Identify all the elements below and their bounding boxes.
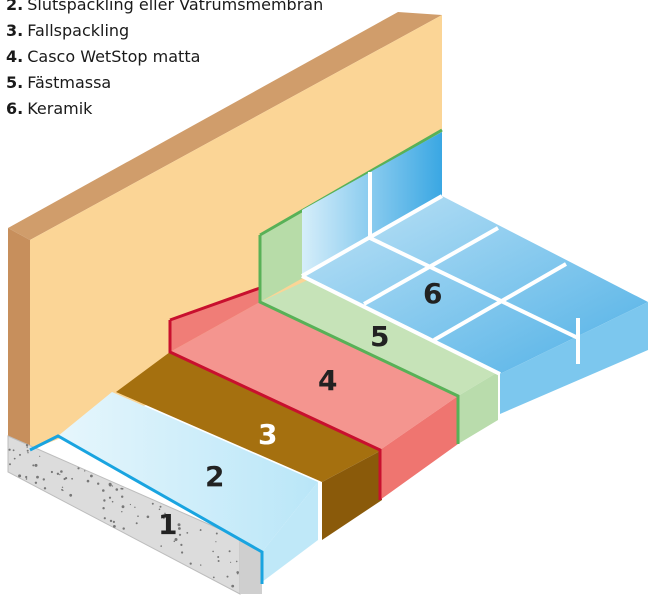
label-layer-4: 4: [318, 364, 337, 397]
wall-top: [8, 12, 442, 240]
mat-upturn: [170, 288, 260, 352]
label-layer-3: 3: [258, 418, 277, 451]
wall-side: [8, 228, 30, 450]
mat-top: [170, 302, 458, 450]
membrane-side: [262, 482, 318, 582]
layer-2-membrane: [29, 392, 318, 584]
label-layer-1: 1: [158, 508, 177, 541]
membrane-top: [58, 392, 318, 552]
legend-item: 2.Slutspackling eller Våtrumsmembran: [6, 0, 324, 14]
layer-6-tiles: [301, 132, 648, 414]
label-layer-2: 2: [205, 460, 224, 493]
wall-front: [30, 15, 442, 450]
wall: [8, 12, 442, 450]
legend-item: 4.Casco WetStop matta: [6, 47, 201, 66]
tile-grout: [301, 172, 580, 376]
layer-3-screed: [116, 352, 382, 540]
layer-legend: 2.Slutspackling eller Våtrumsmembran 3.F…: [6, 0, 323, 122]
layer-1-concrete: [7, 435, 262, 595]
label-layer-5: 5: [370, 320, 389, 353]
tile-front: [500, 302, 648, 414]
layer-4-mat: [168, 286, 458, 500]
adhesive-top: [260, 278, 498, 396]
legend-item: 6.Keramik: [6, 99, 93, 118]
concrete-side: [240, 538, 262, 594]
screed-top: [116, 352, 382, 482]
adhesive-front: [458, 372, 498, 444]
screed-front: [322, 450, 382, 540]
legend-item: 3.Fallspackling: [6, 21, 130, 40]
legend-item: 5.Fästmassa: [6, 73, 112, 92]
mat-front: [380, 396, 458, 500]
label-layer-6: 6: [423, 277, 442, 310]
concrete-texture: [8, 444, 239, 588]
